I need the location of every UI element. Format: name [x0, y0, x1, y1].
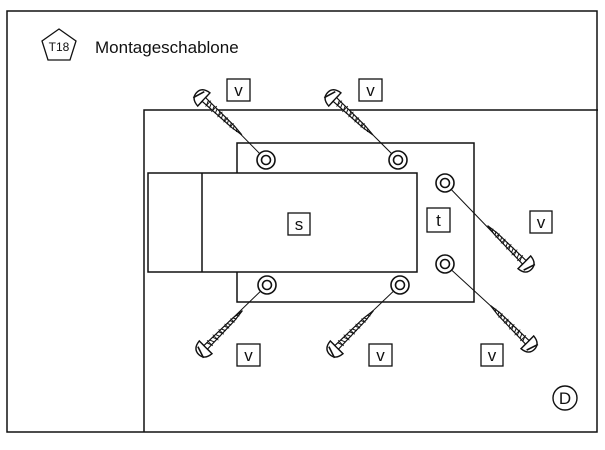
label-v-box: v	[358, 78, 383, 102]
label-v: v	[244, 346, 253, 365]
label-d-circle: D	[552, 385, 578, 411]
label-v: v	[234, 81, 243, 100]
screw-hole-icon	[435, 254, 455, 274]
badge-label: T18	[49, 40, 70, 54]
label-v-box: v	[480, 343, 504, 367]
label-v-box: v	[529, 210, 553, 234]
screw-hole-icon	[390, 275, 410, 295]
label-s-box: s	[287, 212, 311, 236]
label-t: t	[436, 211, 441, 230]
screw-hole-icon	[388, 150, 408, 170]
label-v: v	[488, 346, 497, 365]
page-title: Montageschablone	[95, 38, 239, 57]
label-d: D	[559, 389, 571, 408]
label-v-box: v	[226, 78, 251, 102]
label-t-box: t	[426, 207, 451, 233]
pentagon-badge-icon	[41, 28, 77, 61]
template-sheet	[143, 109, 598, 432]
label-v-box: v	[236, 343, 261, 367]
label-v: v	[366, 81, 375, 100]
label-v-box: v	[368, 343, 393, 367]
screw-hole-icon	[435, 173, 455, 193]
screw-hole-icon	[256, 150, 276, 170]
label-v: v	[376, 346, 385, 365]
housing-body	[147, 172, 418, 273]
screw-hole-icon	[257, 275, 277, 295]
label-v: v	[537, 213, 546, 232]
label-s: s	[295, 215, 304, 234]
